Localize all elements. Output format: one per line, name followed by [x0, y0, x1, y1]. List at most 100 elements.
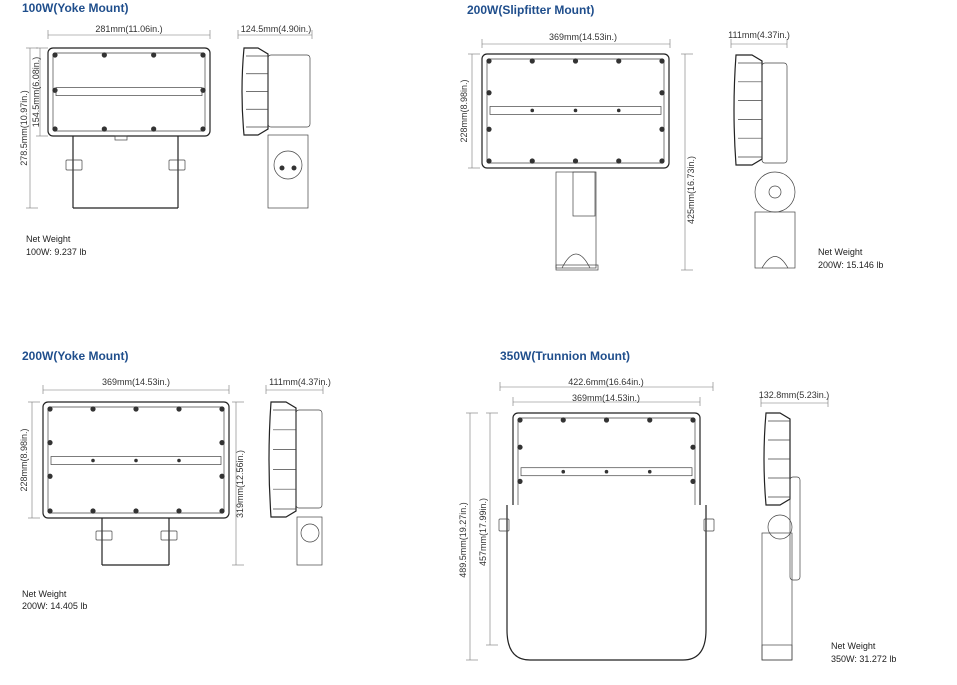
slipfitter-knuckle — [572, 171, 596, 217]
screw-icon — [647, 417, 653, 423]
screw-icon — [151, 52, 157, 58]
slipfitter — [555, 171, 597, 269]
screw-icon — [91, 458, 95, 463]
line-drawings — [26, 30, 829, 661]
width-dimension: 369mm(14.53in.) — [549, 32, 617, 42]
screw-icon — [486, 126, 492, 132]
tilt-dial-icon — [767, 514, 793, 540]
screw-icon — [177, 458, 181, 463]
panel-350w-trunnion: 350W(Trunnion Mount) 422.6mm(16.64in.) 3… — [458, 349, 896, 664]
trunnion-bolt-icon — [498, 518, 510, 532]
slipfitter-base — [555, 264, 599, 271]
trunnion-base — [761, 644, 793, 661]
slipfitter-cutout — [761, 256, 789, 269]
lower-housing-side — [761, 532, 793, 661]
tilt-dial-icon — [273, 150, 303, 180]
slipfitter-cutout — [561, 253, 591, 269]
center-bar — [50, 456, 222, 465]
screw-icon — [52, 87, 58, 93]
screw-icon — [690, 478, 696, 484]
screw-icon — [603, 417, 610, 423]
net-weight-value: 200W: 15.146 lb — [818, 260, 883, 270]
center-bar — [55, 87, 203, 96]
screw-icon — [517, 478, 523, 484]
driver-box — [761, 62, 788, 164]
screw-icon — [486, 90, 492, 96]
net-weight-label: Net Weight — [818, 247, 863, 257]
tilt-dial-icon — [300, 523, 320, 543]
screw-icon — [572, 158, 579, 164]
screw-icon — [133, 406, 139, 412]
body-height-dimension: 154.5mm(6.08in.) — [31, 57, 41, 128]
screw-icon — [52, 52, 58, 58]
fixture-side-profile — [268, 401, 297, 518]
screw-icon — [219, 473, 225, 479]
depth-dimension: 111mm(4.37in.) — [269, 377, 331, 387]
total-width-dimension: 422.6mm(16.64in.) — [568, 377, 644, 387]
screw-icon — [529, 158, 535, 164]
yoke-bolt-icon — [65, 159, 83, 171]
screw-icon — [47, 406, 53, 412]
width-dimension: 281mm(11.06in.) — [95, 24, 162, 34]
net-weight-value: 350W: 31.272 lb — [831, 654, 896, 664]
screw-icon — [133, 508, 139, 514]
screw-icon — [219, 440, 225, 446]
yoke-bolt-icon — [160, 530, 178, 541]
net-weight-label: Net Weight — [831, 641, 876, 651]
screw-icon — [616, 58, 622, 64]
screw-icon — [517, 444, 523, 450]
screw-icon — [151, 126, 157, 132]
screw-icon — [47, 508, 53, 514]
screw-icon — [616, 108, 621, 113]
net-weight-value: 100W: 9.237 lb — [26, 247, 86, 257]
panel-200w-slipfitter: 200W(Slipfitter Mount) 369mm(14.53in.) 1… — [459, 3, 883, 270]
yoke-bolt-icon — [95, 530, 113, 541]
screw-icon — [219, 406, 225, 412]
bolt-icon — [279, 165, 285, 171]
screw-icon — [690, 444, 696, 450]
driver-box — [295, 409, 323, 509]
junction — [114, 135, 128, 141]
screw-icon — [101, 126, 107, 132]
screw-icon — [486, 58, 492, 64]
center-bar — [520, 467, 693, 477]
yoke-side — [267, 134, 309, 209]
screw-icon — [530, 108, 535, 113]
screw-icon — [690, 417, 696, 423]
panel-title: 200W(Slipfitter Mount) — [467, 3, 594, 17]
width-dimension: 369mm(14.53in.) — [102, 377, 170, 387]
driver-box — [789, 476, 801, 581]
screw-icon — [517, 417, 523, 423]
net-weight-value: 200W: 14.405 lb — [22, 601, 87, 611]
screw-icon — [572, 58, 579, 64]
body-height-dimension: 457mm(17.99in.) — [478, 498, 488, 566]
fixture-housing — [47, 47, 211, 137]
screw-icon — [659, 126, 665, 132]
screw-icon — [176, 508, 182, 514]
panel-title: 200W(Yoke Mount) — [22, 349, 128, 363]
screw-icon — [529, 58, 535, 64]
screw-icon — [176, 406, 182, 412]
screw-icon — [52, 126, 58, 132]
screw-icon — [47, 473, 53, 479]
screw-icon — [647, 469, 652, 474]
total-height-dimension: 425mm(16.73in.) — [686, 156, 696, 224]
screw-icon — [604, 469, 609, 474]
trunnion-bolt-icon — [703, 518, 715, 532]
net-weight-label: Net Weight — [26, 234, 71, 244]
yoke-side — [296, 516, 323, 566]
screw-icon — [90, 508, 96, 514]
total-height-dimension: 278.5mm(10.97in.) — [19, 90, 29, 166]
panel-100w-yoke: 100W(Yoke Mount) 281mm(11.06in.) 124.5mm… — [19, 1, 311, 257]
screw-icon — [200, 126, 206, 132]
body-height-dimension: 228mm(8.98in.) — [459, 79, 469, 142]
body-height-dimension: 228mm(8.98in.) — [19, 428, 29, 491]
screw-icon — [616, 158, 622, 164]
screw-icon — [560, 417, 566, 423]
fixture-lens — [52, 52, 206, 132]
knuckle-hub — [768, 185, 782, 199]
depth-dimension: 132.8mm(5.23in.) — [759, 390, 830, 400]
screw-icon — [659, 158, 665, 164]
screw-icon — [659, 58, 665, 64]
